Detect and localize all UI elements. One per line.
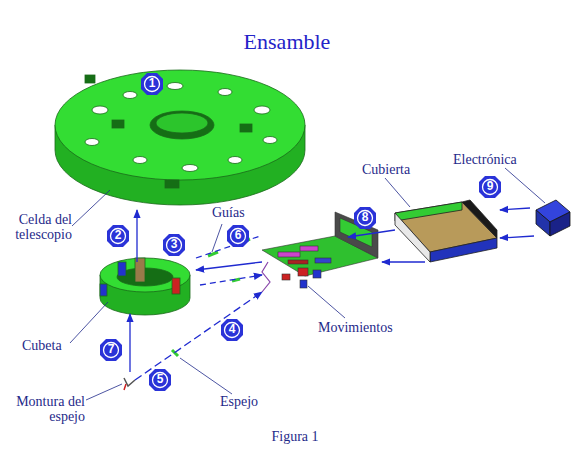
part-label: Cubierta — [362, 162, 410, 177]
callout-number: 7 — [100, 339, 122, 361]
diagram-title: Ensamble — [244, 30, 331, 54]
electronics-part — [536, 200, 570, 236]
leader-lines — [70, 168, 545, 400]
figure-caption: Figura 1 — [271, 429, 318, 444]
part-label: Guías — [212, 205, 245, 220]
part-label: Montura del espejo — [10, 394, 85, 425]
callout-number: 5 — [149, 369, 171, 391]
telescope-cell — [55, 70, 305, 205]
callout-number: 8 — [354, 207, 376, 229]
callout-number: 4 — [221, 319, 243, 341]
callout-number: 9 — [479, 176, 501, 198]
part-label: Espejo — [220, 394, 258, 409]
callout-number: 6 — [227, 225, 249, 247]
assembly-arrows — [130, 208, 534, 380]
callout-number: 1 — [141, 73, 163, 95]
callout-number: 3 — [163, 234, 185, 256]
part-label: Movimientos — [318, 320, 393, 335]
part-label: Cubeta — [22, 338, 62, 353]
callout-number: 2 — [107, 225, 129, 247]
part-label: Celda del telescopio — [2, 212, 72, 243]
cover-part — [395, 200, 497, 262]
part-label: Electrónica — [453, 152, 517, 167]
cubeta-part — [100, 258, 190, 315]
